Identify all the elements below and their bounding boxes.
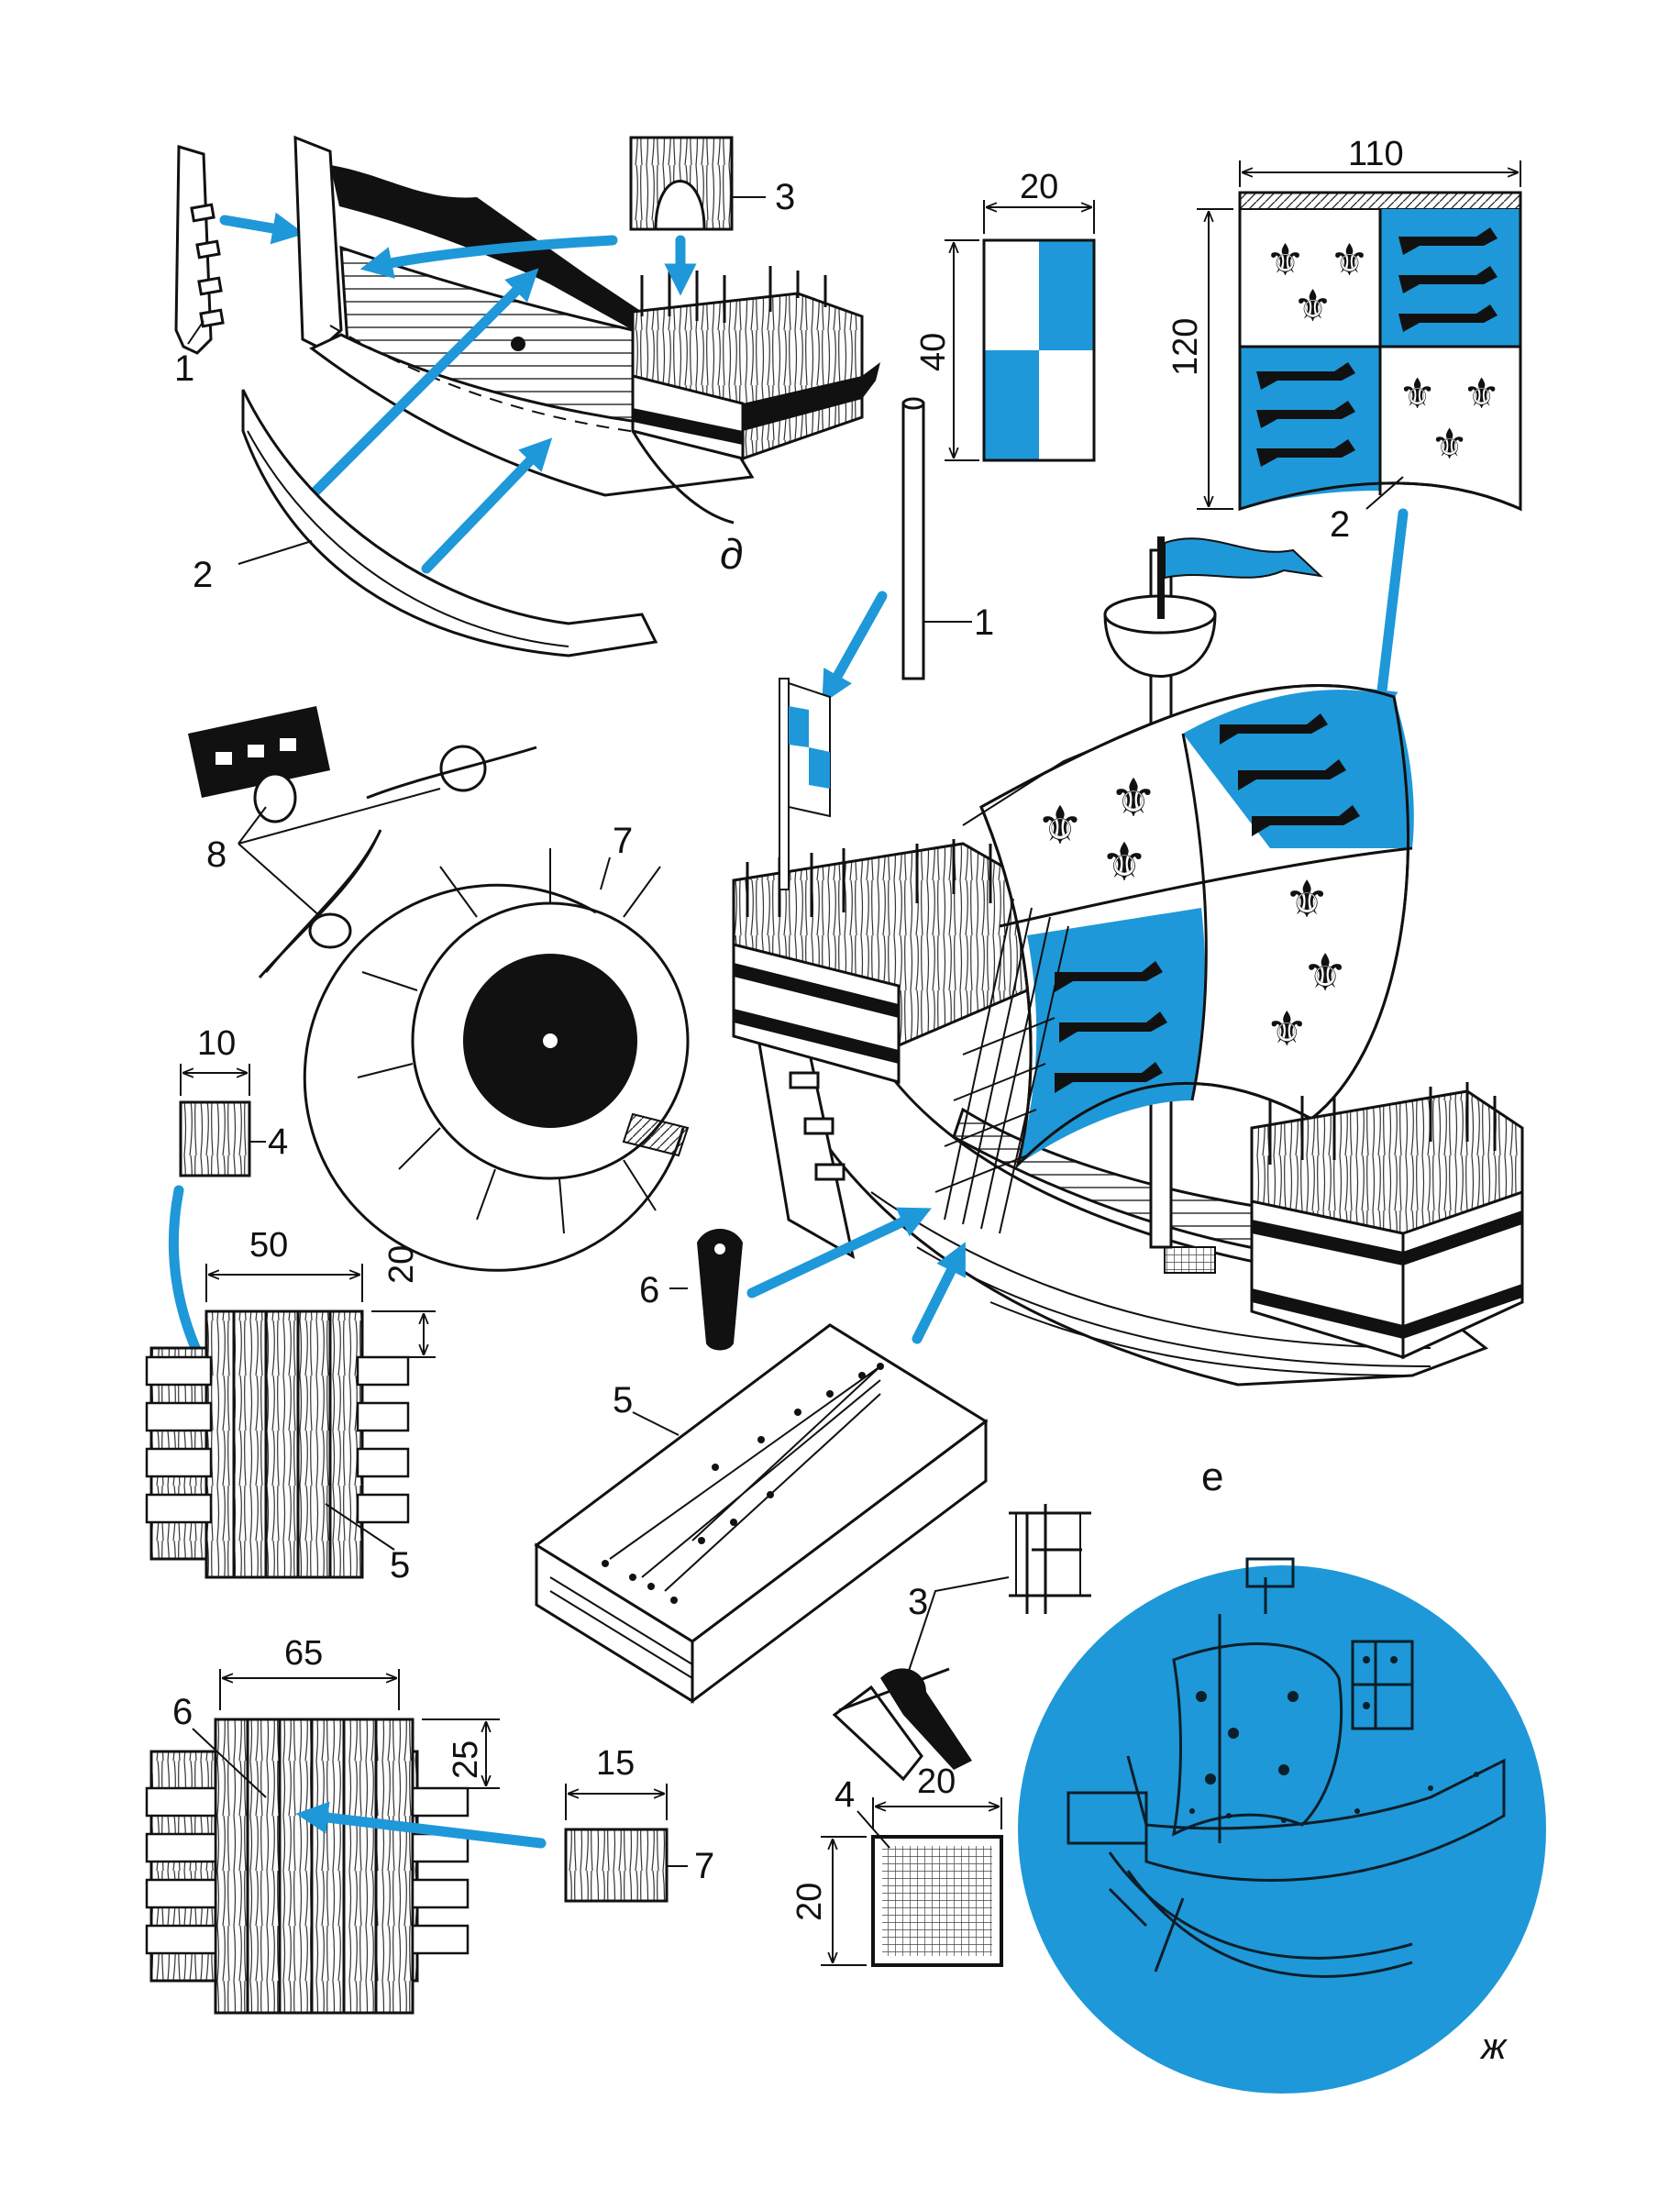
svg-text:⚜: ⚜ xyxy=(1398,369,1436,418)
label-rope-8: 8 xyxy=(206,834,227,875)
sail-pattern-part-2: ⚜ ⚜ ⚜ ⚜ ⚜ ⚜ 110 120 2 xyxy=(1166,135,1522,545)
svg-text:⚜: ⚜ xyxy=(1463,369,1500,418)
dim-wall5-height: 20 xyxy=(382,1245,421,1284)
stern-hull-assembly xyxy=(293,135,880,525)
label-part-5: 5 xyxy=(390,1545,410,1586)
dim-grate-width: 20 xyxy=(917,1763,956,1801)
label-deadeye-6: 6 xyxy=(639,1270,659,1310)
label-board-5: 5 xyxy=(613,1380,633,1420)
svg-text:⚜: ⚜ xyxy=(1036,794,1084,856)
section-zh-medallion: ж xyxy=(1018,1557,1546,2094)
dim-wall6-width: 65 xyxy=(284,1634,323,1673)
svg-text:⚜: ⚜ xyxy=(1110,767,1157,829)
windlass-part-3: 3 xyxy=(832,1504,1091,1782)
crows-nest-part-7: 7 xyxy=(303,821,690,1272)
wall-panel-part-5: 50 20 5 xyxy=(145,1226,436,1586)
section-label-zh: ж xyxy=(1479,2027,1508,2067)
wall-panel-part-6: 65 25 6 xyxy=(145,1634,500,2015)
label-grate-4: 4 xyxy=(834,1774,855,1815)
pennant-pattern: 20 40 xyxy=(914,168,1096,462)
dim-part4-width: 10 xyxy=(197,1024,236,1063)
dim-wall6-height: 25 xyxy=(447,1740,485,1779)
side-panel-part-1 xyxy=(174,144,225,355)
svg-text:⚜: ⚜ xyxy=(1100,831,1148,893)
label-top-7: 7 xyxy=(613,821,633,861)
fleur-de-lis-icons: ⚜ ⚜ ⚜ ⚜ ⚜ ⚜ xyxy=(1266,235,1500,469)
svg-text:⚜: ⚜ xyxy=(1293,281,1332,332)
label-d-2: 2 xyxy=(193,555,213,595)
section-label-d: д xyxy=(720,530,743,578)
svg-text:⚜: ⚜ xyxy=(1266,1002,1309,1057)
block-part-4: 10 4 xyxy=(179,1024,288,1177)
block-part-7: 15 7 xyxy=(564,1744,714,1903)
dim-sail-height: 120 xyxy=(1166,318,1205,376)
dim-part7-width: 15 xyxy=(596,1744,635,1783)
arch-panel-part-3 xyxy=(629,136,734,231)
lion-icons xyxy=(1256,227,1498,467)
deadeye-part-6: 6 xyxy=(639,1229,743,1351)
label-part-4: 4 xyxy=(268,1122,288,1162)
label-d-3: 3 xyxy=(775,177,795,217)
keel-plank-part-2 xyxy=(241,389,658,657)
label-windlass-3: 3 xyxy=(908,1582,928,1622)
svg-text:⚜: ⚜ xyxy=(1302,944,1348,1003)
dim-pennant-width: 20 xyxy=(1020,168,1058,206)
label-part-7: 7 xyxy=(694,1846,714,1886)
section-d-hull-parts: 3 2 1 д xyxy=(174,135,880,657)
label-mast-1: 1 xyxy=(974,602,994,643)
dim-pennant-height: 40 xyxy=(914,333,953,371)
grate-part-4: 20 20 4 xyxy=(790,1763,1003,1967)
dim-grate-height: 20 xyxy=(790,1883,829,1921)
svg-text:⚜: ⚜ xyxy=(1266,235,1305,286)
dim-sail-width: 110 xyxy=(1348,135,1404,173)
label-d-1: 1 xyxy=(174,348,194,389)
svg-text:⚜: ⚜ xyxy=(1431,419,1468,469)
section-label-e: е xyxy=(1201,1454,1223,1499)
section-e-assembled-ship: ⚜ ⚜ ⚜ ⚜ ⚜ ⚜ е xyxy=(732,536,1524,1499)
mast-part-1: 1 xyxy=(901,397,994,680)
rope-detail-part-8: 8 xyxy=(188,706,537,978)
label-flag-2: 2 xyxy=(1330,504,1350,545)
dim-wall5-width: 50 xyxy=(249,1226,288,1265)
svg-text:⚜: ⚜ xyxy=(1284,870,1330,930)
svg-text:⚜: ⚜ xyxy=(1330,235,1369,286)
rigging-jig-board-5: 5 xyxy=(534,1323,989,1704)
label-part-6: 6 xyxy=(172,1692,193,1732)
